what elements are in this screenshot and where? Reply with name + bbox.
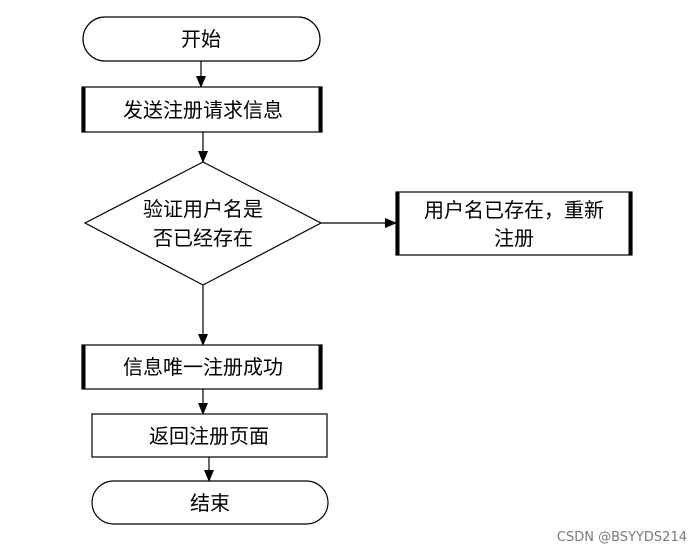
end-node: 结束 bbox=[91, 480, 329, 525]
username-exists-node: 用户名已存在，重新 注册 bbox=[395, 191, 633, 256]
register-success-label: 信息唯一注册成功 bbox=[123, 355, 283, 379]
watermark-text: CSDN @BSYYDS214 bbox=[556, 530, 687, 545]
return-page-label: 返回注册页面 bbox=[149, 424, 269, 448]
register-success-node: 信息唯一注册成功 bbox=[81, 344, 323, 390]
return-page-node: 返回注册页面 bbox=[91, 413, 328, 458]
decision-node: 验证用户名是 否已经存在 bbox=[83, 161, 323, 286]
username-exists-label-line1: 用户名已存在，重新 bbox=[424, 198, 604, 222]
start-label: 开始 bbox=[181, 27, 221, 51]
decision-label-line2: 否已经存在 bbox=[153, 226, 253, 250]
start-node: 开始 bbox=[82, 16, 321, 62]
send-request-label: 发送注册请求信息 bbox=[123, 98, 283, 122]
send-request-node: 发送注册请求信息 bbox=[81, 86, 323, 133]
end-label: 结束 bbox=[190, 491, 230, 515]
username-exists-label-line2: 注册 bbox=[494, 226, 534, 250]
decision-label-line1: 验证用户名是 bbox=[143, 197, 263, 221]
